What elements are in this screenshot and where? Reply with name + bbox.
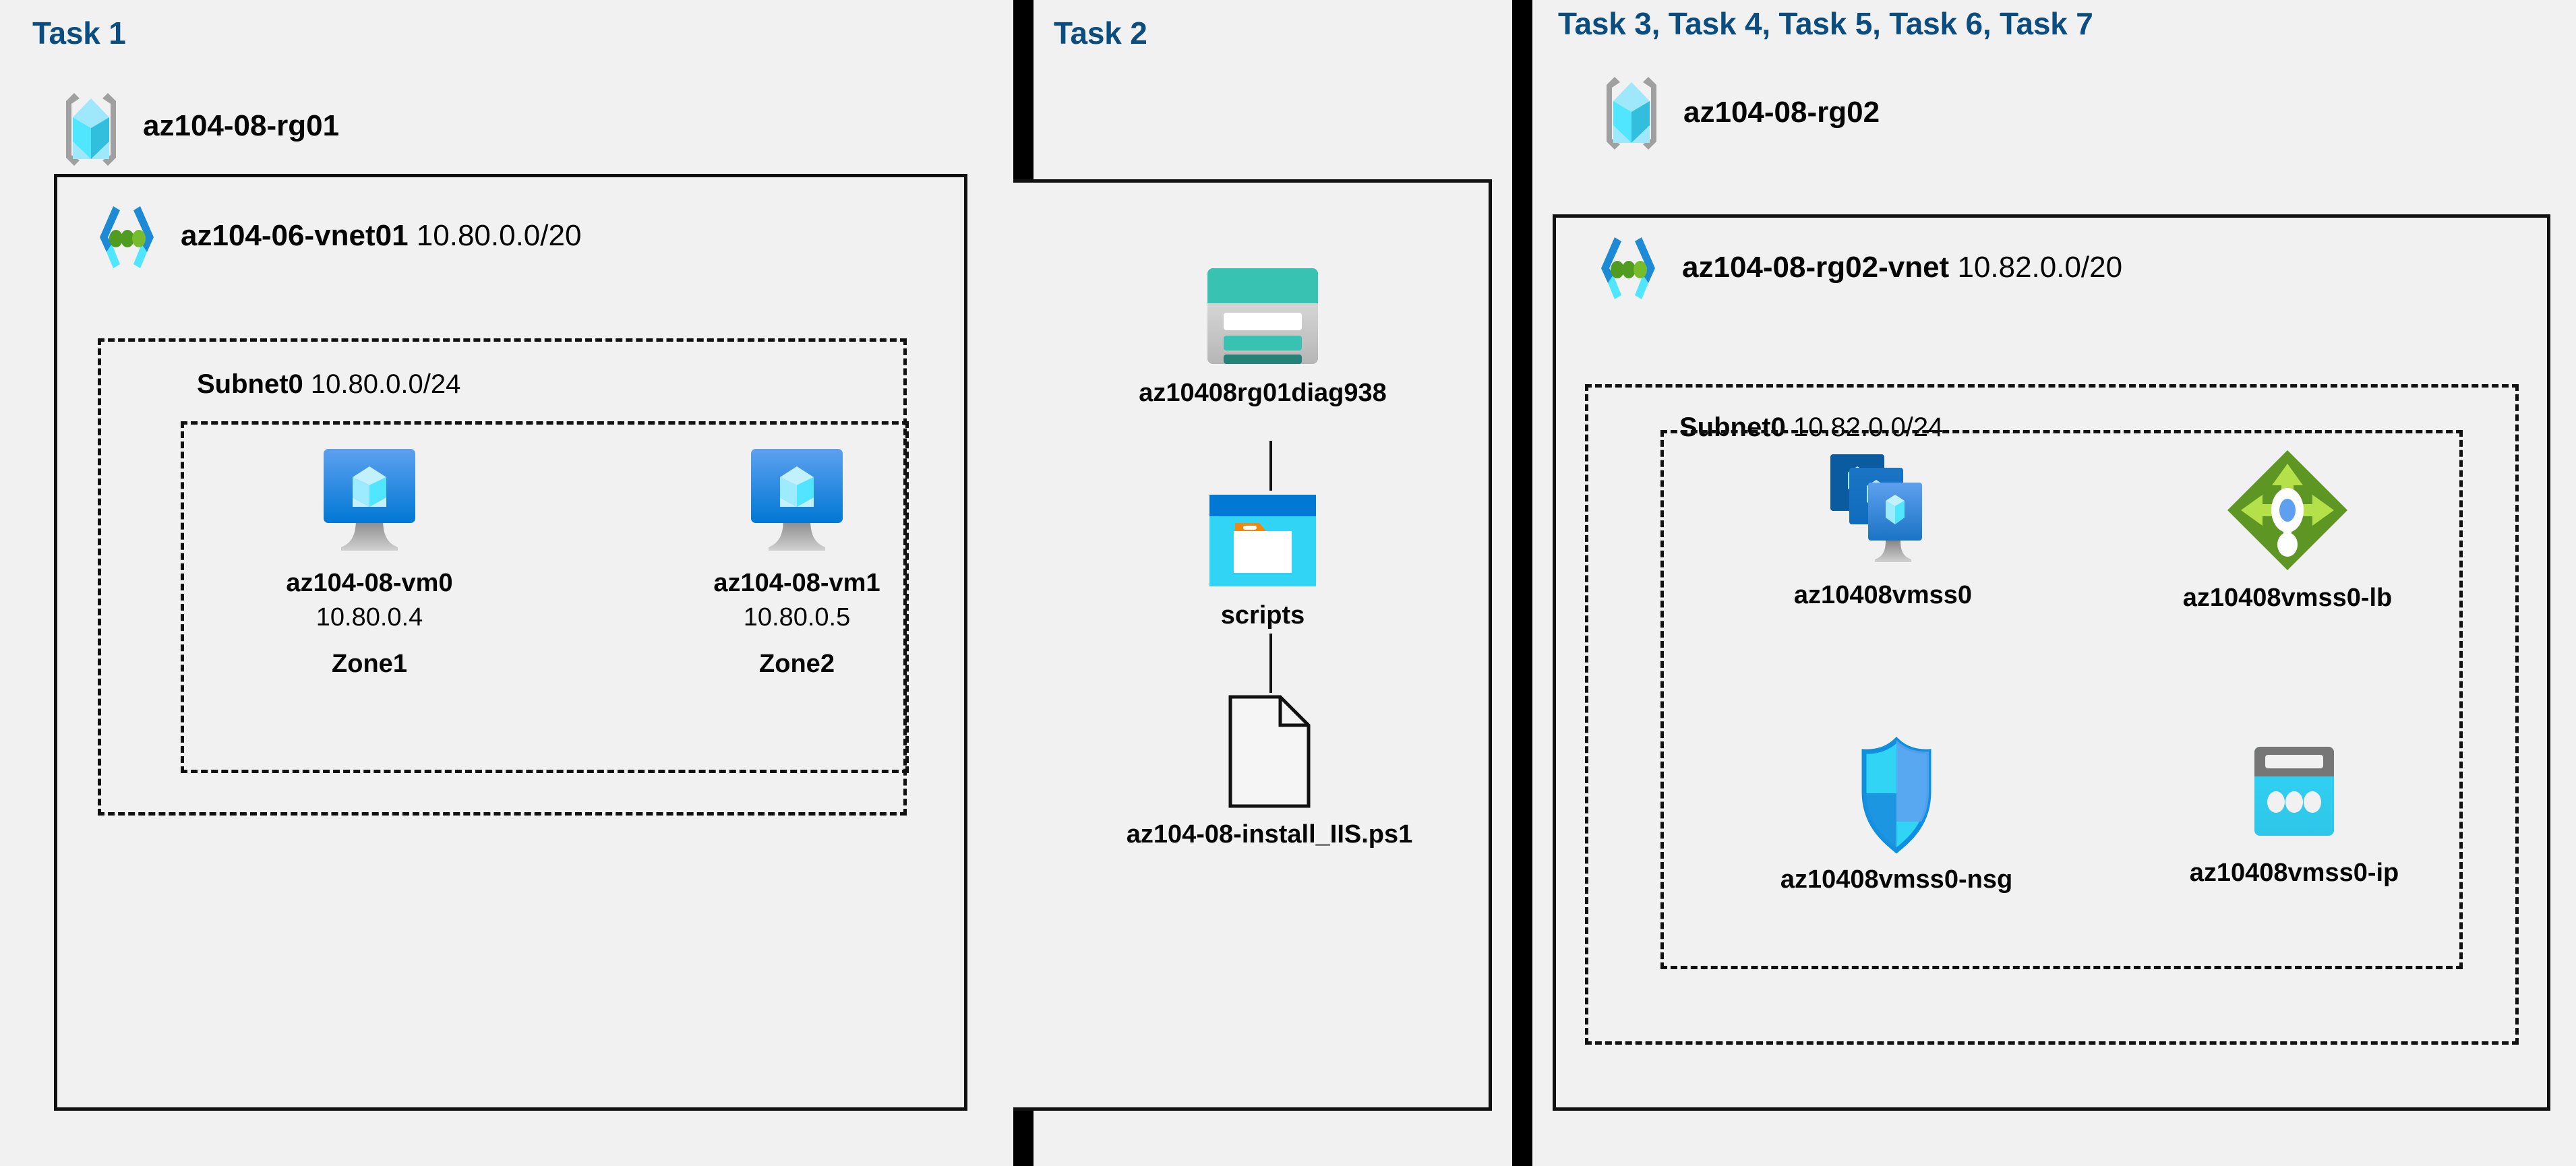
node-zone: Zone1 (332, 650, 407, 678)
blob-container-icon (1209, 495, 1316, 586)
node-label: az10408rg01diag938 (1139, 379, 1387, 407)
panel-1-title: Task 1 (32, 16, 126, 51)
node-ip: 10.80.0.4 (316, 603, 423, 632)
panel-3-subnet-cidr: 10.82.0.0/24 (1793, 412, 1944, 442)
panel-1-subnet-name: Subnet0 (197, 369, 303, 399)
connector-storage-to-scripts (1269, 441, 1272, 491)
task-panel-3: Task 3, Task 4, Task 5, Task 6, Task 7 a… (1532, 0, 2576, 1166)
storage-account-icon (1207, 268, 1318, 364)
node-az10408vmss0-lb[interactable]: az10408vmss0-lb (2159, 446, 2416, 613)
virtual-machine-icon (751, 449, 843, 551)
network-security-group-icon (1861, 737, 1931, 854)
node-label: scripts (1220, 601, 1305, 630)
panel-3-subnet-label: Subnet0 10.82.0.0/24 (1679, 412, 1943, 443)
panel-2-title: Task 2 (1054, 16, 1147, 51)
panel-3-resource-group-label: az104-08-rg02 (1683, 96, 1880, 129)
node-label: az10408vmss0-ip (2189, 859, 2399, 887)
node-label: az10408vmss0-lb (2182, 584, 2393, 612)
panel-1-vm-group-box (181, 421, 909, 773)
panel-1-vnet-name: az104-06-vnet01 (181, 219, 409, 252)
node-az10408vmss0-ip[interactable]: az10408vmss0-ip (2166, 741, 2422, 888)
virtual-network-icon (1588, 235, 1669, 309)
panel-divider-2 (1512, 0, 1532, 1166)
node-storage-account[interactable]: az10408rg01diag938 (1139, 262, 1387, 408)
task-panel-1: Task 1 az104-08-rg01 (0, 0, 1013, 1166)
panel-1-vnet-label: az104-06-vnet01 10.80.0.0/20 (181, 219, 581, 253)
node-install-iis-file[interactable]: az104-08-install_IIS.ps1 (1121, 693, 1418, 849)
node-az10408vmss0[interactable]: az10408vmss0 (1762, 450, 2004, 610)
node-ip: 10.80.0.5 (743, 603, 851, 632)
public-ip-address-icon (2254, 747, 2334, 836)
panel-3-vnet-cidr: 10.82.0.0/20 (1957, 251, 2123, 284)
panel-3-vnet-label: az104-08-rg02-vnet 10.82.0.0/20 (1682, 251, 2122, 284)
vm-scale-set-icon (1830, 454, 1922, 562)
panel-1-resource-group-label: az104-08-rg01 (143, 109, 340, 142)
node-az104-08-vm0[interactable]: az104-08-vm0 10.80.0.4 Zone1 (282, 445, 457, 679)
panel-1-subnet-cidr: 10.80.0.0/24 (310, 369, 461, 399)
file-icon (1228, 695, 1310, 808)
node-scripts-container[interactable]: scripts (1168, 491, 1357, 630)
panel-3-subnet-name: Subnet0 (1679, 412, 1786, 442)
node-az104-08-vm1[interactable]: az104-08-vm1 10.80.0.5 Zone2 (709, 445, 885, 679)
load-balancer-icon (2227, 450, 2347, 570)
node-label: az10408vmss0 (1793, 581, 1973, 609)
node-az10408vmss0-nsg[interactable]: az10408vmss0-nsg (1762, 735, 2031, 894)
virtual-machine-icon (324, 449, 415, 551)
panel-3-resource-group-inner-box (1660, 430, 2463, 969)
panel-1-vnet-cidr: 10.80.0.0/20 (416, 219, 582, 252)
panel-3-vnet-box (1553, 214, 2550, 1111)
node-label: az104-08-vm1 (713, 569, 880, 597)
node-label: az104-08-install_IIS.ps1 (1126, 820, 1413, 849)
panel-1-subnet-box (98, 338, 907, 816)
virtual-network-icon (86, 204, 167, 278)
node-zone: Zone2 (759, 650, 835, 678)
resource-group-icon (54, 89, 128, 170)
node-label: az10408vmss0-nsg (1780, 865, 2013, 894)
connector-scripts-to-file (1269, 634, 1272, 693)
panel-1-vnet-box (54, 174, 967, 1111)
panel-3-vnet-name: az104-08-rg02-vnet (1682, 251, 1950, 284)
node-label: az104-08-vm0 (286, 569, 453, 597)
task-panel-2: Task 2 az10408rg01diag938 (1013, 0, 1512, 1166)
resource-group-icon (1594, 73, 1669, 154)
panel-1-subnet-label: Subnet0 10.80.0.0/24 (197, 369, 460, 400)
panel-3-title: Task 3, Task 4, Task 5, Task 6, Task 7 (1558, 6, 2093, 41)
panel-3-subnet-box (1585, 384, 2519, 1045)
